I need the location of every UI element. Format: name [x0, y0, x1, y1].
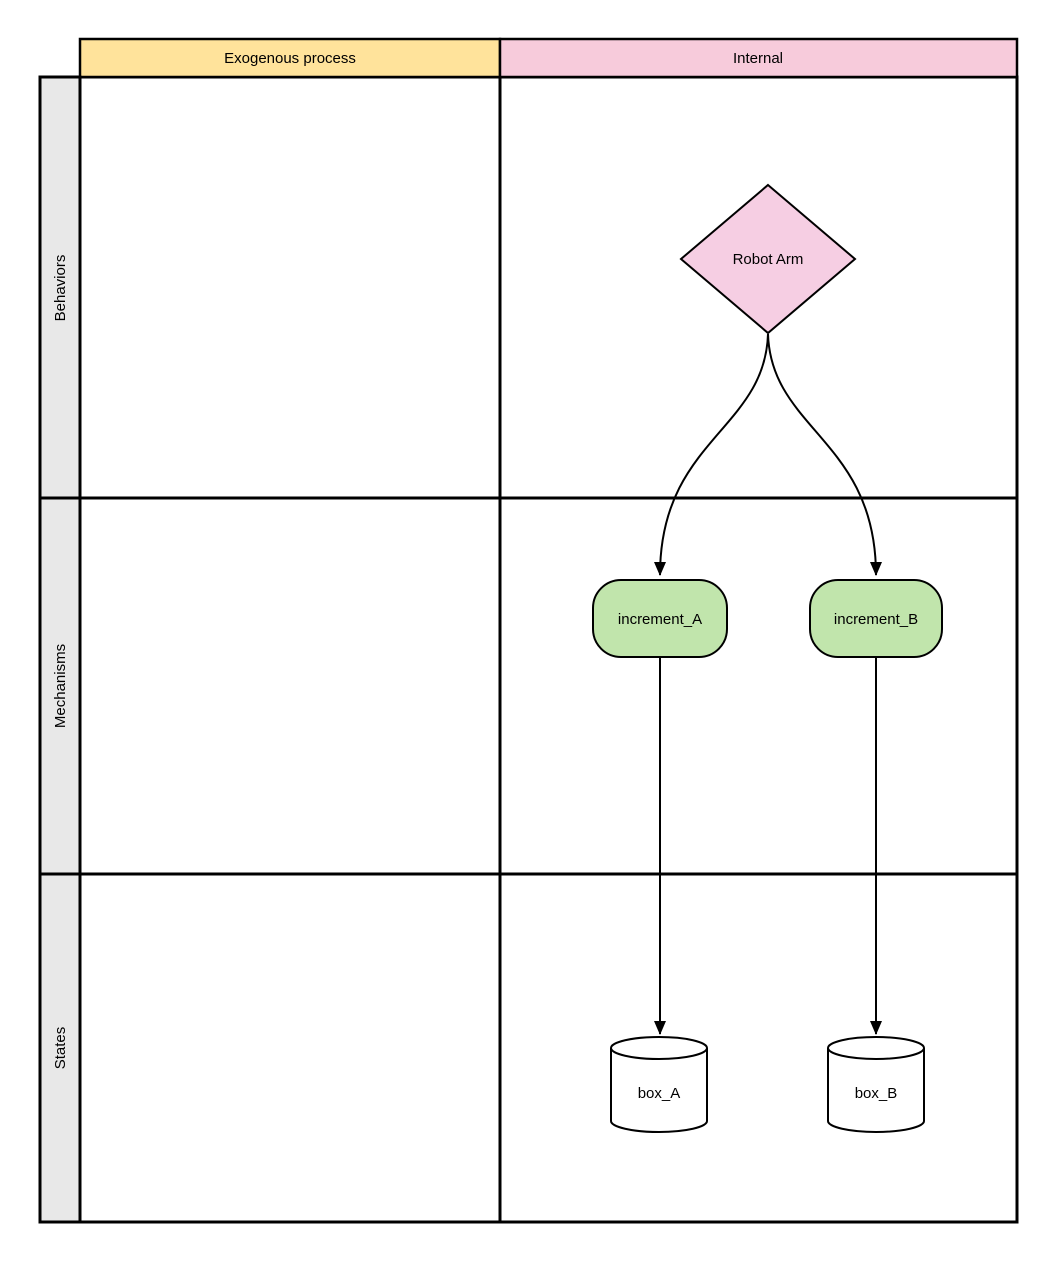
cell-behaviors-exogenous [78, 75, 502, 500]
edges [654, 333, 882, 1035]
cell-states-internal [498, 872, 1019, 1224]
column-headers [78, 37, 1019, 79]
node-label-increment-a: increment_A [618, 611, 702, 628]
rounded-rect-shape [592, 579, 728, 658]
cell-states-exogenous [78, 872, 502, 1224]
row-label-states: States [52, 1027, 69, 1070]
node-increment-b: increment_B [809, 579, 943, 658]
node-robot-arm: Robot Arm [679, 183, 857, 335]
edge-robot-arm-to-increment-a [654, 333, 769, 576]
node-label-box-a: box_A [638, 1085, 681, 1102]
swimlane-grid [78, 75, 1019, 1224]
row-header-mechanisms [38, 496, 82, 876]
cell-mechanisms-exogenous [78, 496, 502, 876]
node-label-robot-arm: Robot Arm [733, 251, 804, 268]
node-increment-a: increment_A [592, 579, 728, 658]
row-label-mechanisms: Mechanisms [52, 644, 69, 728]
node-label-box-b: box_B [855, 1085, 898, 1102]
header-label-internal: Internal [733, 50, 783, 67]
cell-mechanisms-internal [498, 496, 1019, 876]
node-box-b: box_B [827, 1036, 925, 1133]
edge-robot-arm-to-increment-b [767, 333, 882, 576]
row-label-behaviors: Behaviors [52, 255, 69, 322]
node-box-a: box_A [610, 1036, 708, 1133]
cylinder-body [827, 1048, 925, 1133]
header-internal [498, 37, 1019, 79]
cylinder-top [610, 1036, 708, 1060]
diamond-shape [679, 183, 857, 335]
cylinder-body [610, 1048, 708, 1133]
row-headers [38, 75, 82, 1224]
header-label-exogenous-process: Exogenous process [224, 50, 356, 67]
row-header-states [38, 872, 82, 1224]
rounded-rect-shape [809, 579, 943, 658]
cylinder-top [827, 1036, 925, 1060]
header-exogenous-process [78, 37, 502, 79]
node-label-increment-b: increment_B [834, 611, 918, 628]
